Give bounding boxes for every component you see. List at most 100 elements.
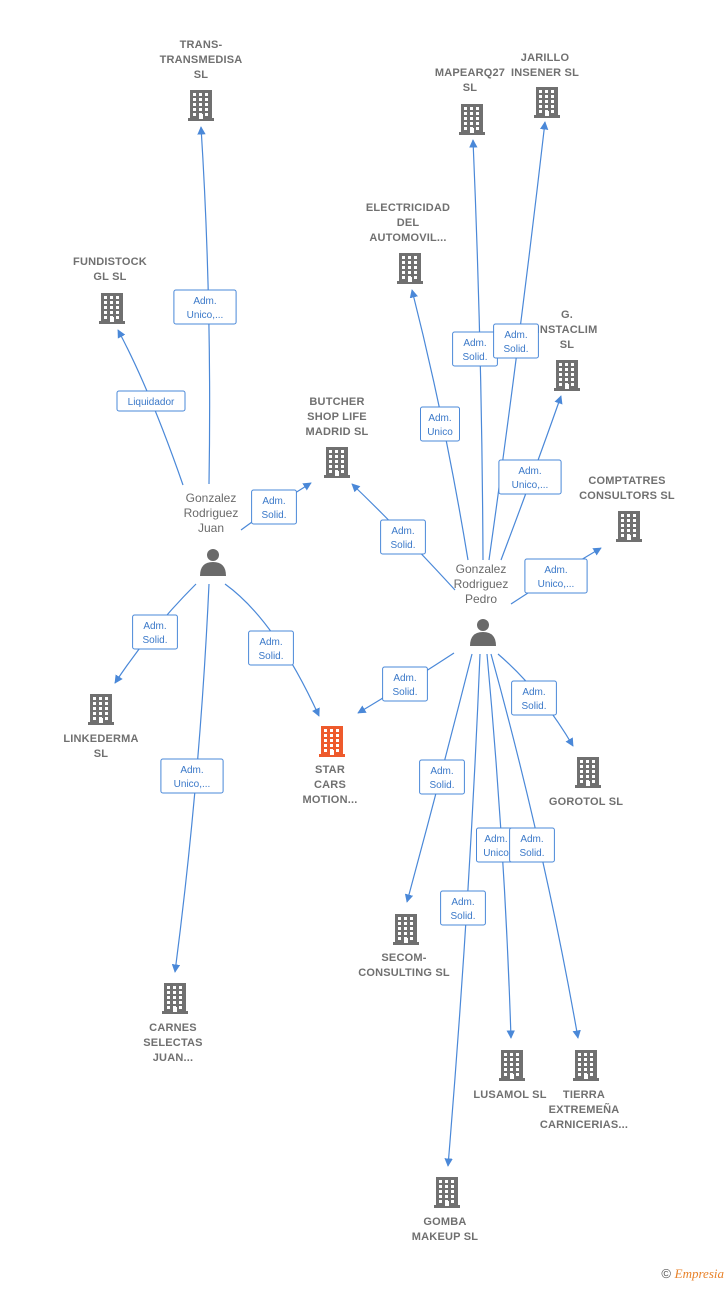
node-label-butcher: BUTCHER [309, 396, 364, 408]
edge-label-pedro-ginstaclim[interactable]: Adm. Unico,... [498, 459, 562, 495]
node-label-pedro: Gonzalez [456, 562, 507, 576]
node-label-comptatres: COMPTATRES [588, 475, 665, 487]
node-label-mapearq: MAPEARQ27 [435, 67, 505, 79]
node-label-starcars: STAR [315, 764, 345, 776]
node-label-tierra: CARNICERIAS... [540, 1119, 628, 1131]
edge-label-box [251, 489, 297, 525]
edge-label-box [173, 289, 237, 325]
edge-label-text: Solid. [503, 344, 528, 355]
edge-label-juan-fundistock[interactable]: Liquidador [116, 390, 186, 412]
edges-layer [114, 121, 602, 1167]
edge-label-text: Solid. [519, 848, 544, 859]
edge-label-pedro-comptatres[interactable]: Adm.Unico,... [524, 558, 588, 594]
node-label-carnes: SELECTAS [143, 1037, 202, 1049]
edge-label-box [524, 558, 588, 594]
edge-label-juan-linkederma[interactable]: Adm.Solid. [132, 614, 178, 650]
node-label-lusamol: LUSAMOL SL [473, 1089, 546, 1101]
edge-label-text: Solid. [258, 651, 283, 662]
edge-label-pedro-lusamol[interactable]: Adm.Unico [476, 827, 516, 863]
edge-label-box [419, 759, 465, 795]
node-gorotol[interactable]: GOROTOL SL [549, 757, 623, 808]
node-label-jarillo: INSENER SL [511, 67, 579, 79]
brand-logo-text[interactable]: Empresia [674, 1266, 724, 1281]
node-label-fundistock: FUNDISTOCK [73, 256, 147, 268]
edge-label-pedro-tierra[interactable]: Adm.Solid. [509, 827, 555, 863]
node-label-fundistock: GL SL [93, 271, 126, 283]
node-jarillo[interactable]: JARILLO INSENER SL [511, 52, 579, 118]
building-icon [88, 694, 114, 725]
node-fundistock[interactable]: FUNDISTOCK GL SL [73, 256, 147, 324]
edge-label-box [380, 519, 426, 555]
edge-label-text: Adm. [451, 897, 474, 908]
building-icon [575, 757, 601, 788]
edge-label-box [420, 406, 460, 442]
edge-label-box [248, 630, 294, 666]
node-label-gomba: MAKEUP SL [412, 1231, 478, 1243]
edge-label-pedro-starcars[interactable]: Adm.Solid. [382, 666, 428, 702]
edge-label-text: Adm. [391, 526, 414, 537]
node-tierra[interactable]: TIERRAEXTREMEÑACARNICERIAS... [540, 1050, 628, 1131]
copyright-symbol: © [661, 1266, 672, 1281]
building-icon [99, 293, 125, 324]
edge-label-juan-carnes[interactable]: Adm.Unico,... [160, 758, 224, 794]
node-carnes[interactable]: CARNESSELECTASJUAN... [143, 983, 203, 1064]
edge-label-box [493, 323, 539, 359]
node-label-pedro: Pedro [465, 592, 497, 606]
edge-label-text: Unico,... [512, 480, 549, 491]
edge-label-pedro-gomba[interactable]: Adm. Solid. [440, 890, 486, 926]
node-label-trans: TRANSMEDISA [160, 54, 243, 66]
edge-label-pedro-electricidad[interactable]: Adm.Unico [420, 406, 460, 442]
edge-label-juan-butcher[interactable]: Adm.Solid. [251, 489, 297, 525]
edge-label-text: Adm. [504, 330, 527, 341]
node-label-carnes: CARNES [149, 1022, 197, 1034]
edge-label-text: Adm. [518, 466, 541, 477]
building-icon [459, 104, 485, 135]
building-icon [188, 90, 214, 121]
edge-label-box [382, 666, 428, 702]
node-starcars[interactable]: STAR CARS MOTION... [303, 726, 358, 806]
edge-label-juan-trans[interactable]: Adm.Unico,... [173, 289, 237, 325]
edge-label-box [511, 680, 557, 716]
building-icon [616, 511, 642, 542]
node-label-starcars: MOTION... [303, 794, 358, 806]
node-label-ginstaclim: SL [560, 339, 575, 351]
edge-label-text: Solid. [450, 911, 475, 922]
building-icon [499, 1050, 525, 1081]
edge-label-pedro-mapearq[interactable]: Adm.Solid. [452, 331, 498, 367]
node-label-jarillo: JARILLO [521, 52, 570, 64]
edge-label-text: Adm. [463, 338, 486, 349]
edge-label-text: Adm. [428, 413, 451, 424]
edge-label-text: Adm. [262, 496, 285, 507]
edge-label-text: Unico,... [174, 779, 211, 790]
node-label-butcher: SHOP LIFE [307, 411, 367, 423]
node-label-starcars: CARS [314, 779, 346, 791]
node-secom[interactable]: SECOM-CONSULTING SL [358, 914, 450, 979]
node-label-pedro: Rodriguez [454, 577, 509, 591]
edge-label-text: Adm. [522, 687, 545, 698]
edge-label-text: Adm. [393, 673, 416, 684]
edge-label-pedro-jarillo[interactable]: Adm. Solid. [493, 323, 539, 359]
node-lusamol[interactable]: LUSAMOL SL [473, 1050, 547, 1101]
edge-label-text: Unico,... [187, 310, 224, 321]
edge-label-text: Solid. [521, 701, 546, 712]
edge-label-box [132, 614, 178, 650]
edge-label-pedro-secom[interactable]: Adm.Solid. [419, 759, 465, 795]
edge-label-text: Adm. [544, 565, 567, 576]
edge-label-juan-starcars[interactable]: Adm.Solid. [248, 630, 294, 666]
edge-label-pedro-butcher[interactable]: Adm. Solid. [380, 519, 426, 555]
edge-label-text: Solid. [390, 540, 415, 551]
node-electricidad[interactable]: ELECTRICIDADDELAUTOMOVIL... [366, 202, 450, 284]
node-label-secom: SECOM- [381, 952, 426, 964]
edge-label-pedro-gorotol[interactable]: Adm. Solid. [511, 680, 557, 716]
node-label-juan: Rodriguez [184, 506, 239, 520]
